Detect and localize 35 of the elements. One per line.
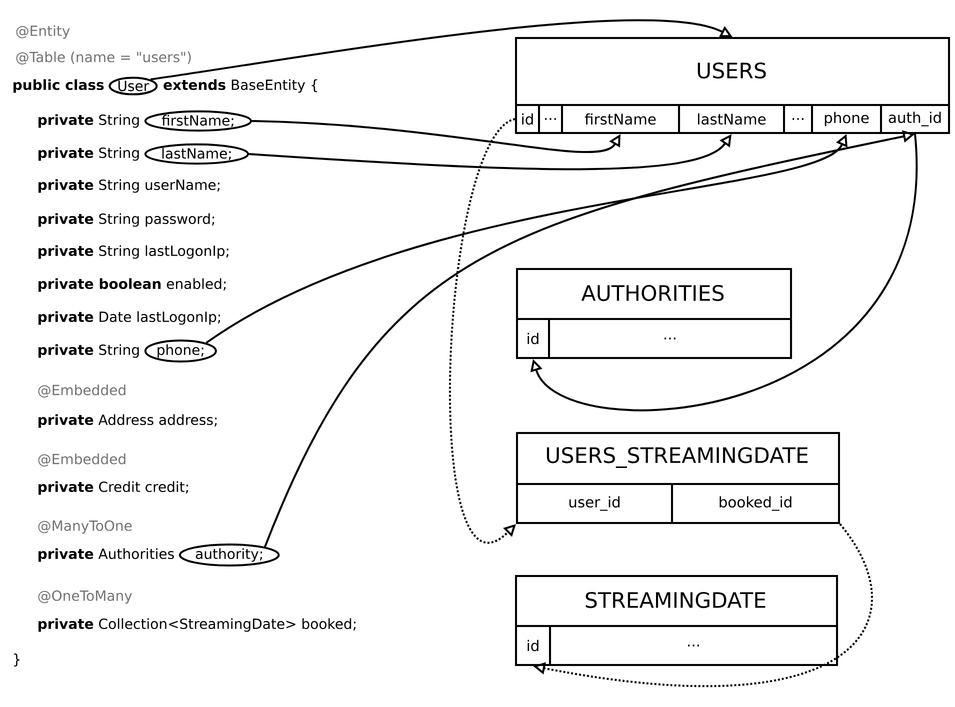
code-line: private String xyxy=(38,147,139,161)
table-cell: ... xyxy=(538,104,563,134)
table-cell: ... xyxy=(548,318,792,359)
table-cell: ... xyxy=(549,625,838,666)
table-cell: booked_id xyxy=(671,483,840,524)
annotation-text: @Embedded xyxy=(38,384,126,398)
table-cell: id xyxy=(515,625,551,666)
code-line: private boolean enabled; xyxy=(38,278,226,292)
table-cell: lastName xyxy=(678,104,786,134)
dotted-arrow xyxy=(449,118,516,543)
arrow xyxy=(530,134,916,411)
code-line: private String xyxy=(38,114,139,128)
annotation-text: @OneToMany xyxy=(38,590,132,604)
table-cell: auth_id xyxy=(880,104,950,134)
annotation-text: @ManyToOne xyxy=(38,520,132,534)
table-cell: ... xyxy=(783,104,814,134)
code-line: private Address address; xyxy=(38,414,217,428)
arrow xyxy=(252,120,620,153)
annotation-text: @Entity xyxy=(16,25,70,39)
code-line: extends BaseEntity { xyxy=(164,79,318,93)
code-line: public class xyxy=(14,79,104,93)
code-line: private Collection<StreamingDate> booked; xyxy=(38,618,356,632)
code-line: private String password; xyxy=(38,213,214,227)
table-cell: firstName xyxy=(561,104,680,134)
table-cell: id xyxy=(516,318,550,359)
table-cell: id xyxy=(515,104,540,134)
annotation-text: @Table (name = "users") xyxy=(16,51,191,65)
code-line: private Credit credit; xyxy=(38,481,188,495)
table-cell: phone xyxy=(811,104,882,134)
code-line: private String lastLogonIp; xyxy=(38,245,228,259)
code-line: private Date lastLogonIp; xyxy=(38,311,220,325)
annotation-text: @Embedded xyxy=(38,453,126,467)
code-line: private String userName; xyxy=(38,179,220,193)
code-line: } xyxy=(14,654,20,666)
table-cell: user_id xyxy=(516,483,674,524)
